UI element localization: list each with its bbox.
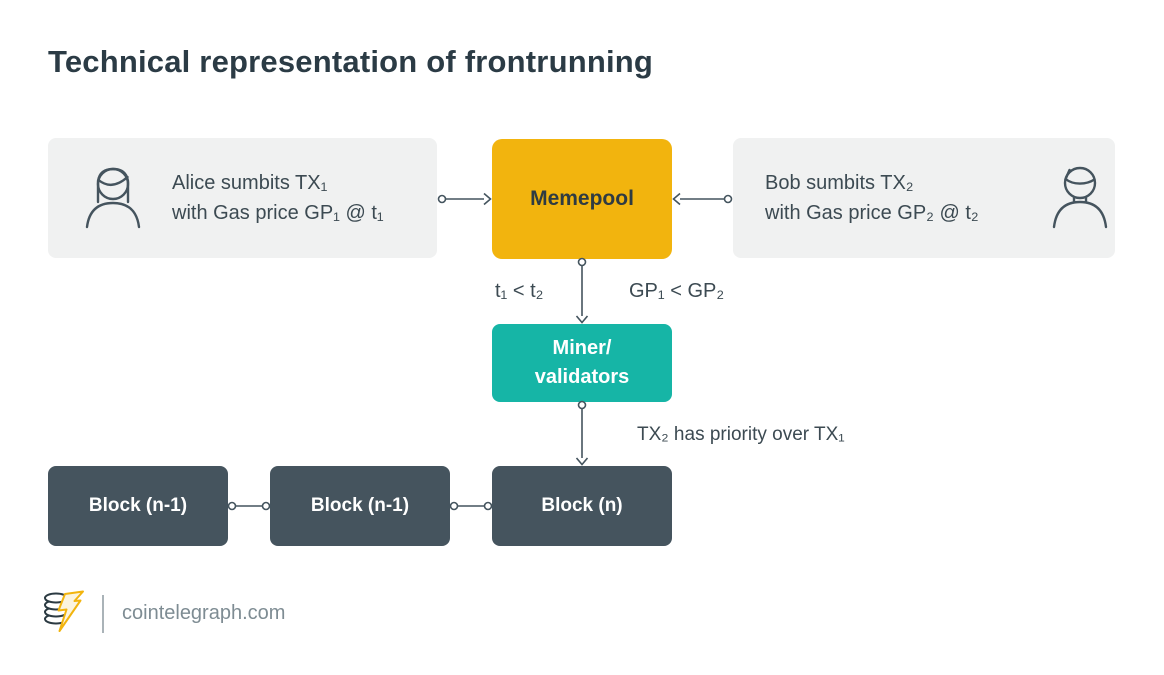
block-left-label: Block (n-1) (88, 495, 188, 516)
block-n-minus-1-left-node: Block (n-1) (48, 466, 228, 546)
footer-site-text: cointelegraph.com (122, 602, 286, 624)
bob-card-text: Bob sumbits TX₂ with Gas price GP₂ @ t₂ (765, 168, 1027, 228)
page-title: Technical representation of frontrunning (48, 44, 654, 79)
gas-condition-label: GP₁ < GP₂ (629, 280, 725, 302)
edge-alice-to-memepool (437, 192, 492, 206)
male-avatar-icon (1045, 159, 1115, 238)
memepool-node: Memepool (492, 139, 672, 259)
edge-miner-to-block (575, 400, 589, 466)
cointelegraph-coin-bolt-icon (42, 588, 86, 639)
priority-label: TX₂ has priority over TX₁ (637, 424, 845, 445)
miner-label-line1: Miner/ (552, 337, 612, 359)
miner-label: Miner/ validators (535, 334, 629, 392)
block-n-node: Block (n) (492, 466, 672, 546)
memepool-label: Memepool (530, 187, 634, 210)
bob-text-line2: with Gas price GP₂ @ t₂ (765, 202, 979, 224)
edge-block-left-to-middle (227, 501, 271, 511)
alice-text-line2: with Gas price GP₁ @ t₁ (172, 202, 384, 224)
edge-memepool-to-miner (575, 257, 589, 324)
alice-card: Alice sumbits TX₁ with Gas price GP₁ @ t… (48, 138, 437, 258)
miner-validators-node: Miner/ validators (492, 324, 672, 402)
bob-card: Bob sumbits TX₂ with Gas price GP₂ @ t₂ (733, 138, 1115, 258)
edge-block-middle-to-right (449, 501, 493, 511)
footer: cointelegraph.com (42, 588, 285, 639)
edge-bob-to-memepool (672, 192, 733, 206)
miner-label-line2: validators (534, 366, 630, 388)
alice-card-text: Alice sumbits TX₁ with Gas price GP₁ @ t… (172, 168, 384, 228)
bob-text-line1: Bob sumbits TX₂ (765, 172, 914, 194)
block-middle-label: Block (n-1) (310, 495, 410, 516)
block-right-label: Block (n) (541, 495, 623, 516)
time-condition-label: t₁ < t₂ (495, 280, 544, 302)
block-n-minus-1-middle-node: Block (n-1) (270, 466, 450, 546)
footer-divider (102, 594, 104, 633)
female-avatar-icon (78, 159, 148, 238)
alice-text-line1: Alice sumbits TX₁ (172, 172, 328, 194)
